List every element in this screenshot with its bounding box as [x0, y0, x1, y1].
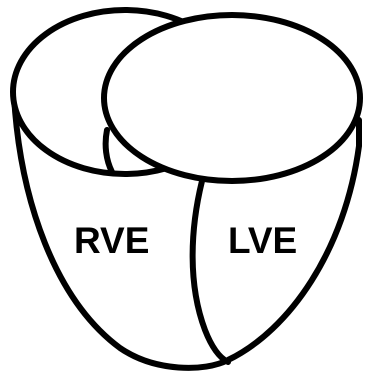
right-ventricle-label: RVE	[74, 220, 149, 261]
left-ventricle-opening	[104, 15, 360, 181]
left-ventricle-label: LVE	[228, 220, 297, 261]
